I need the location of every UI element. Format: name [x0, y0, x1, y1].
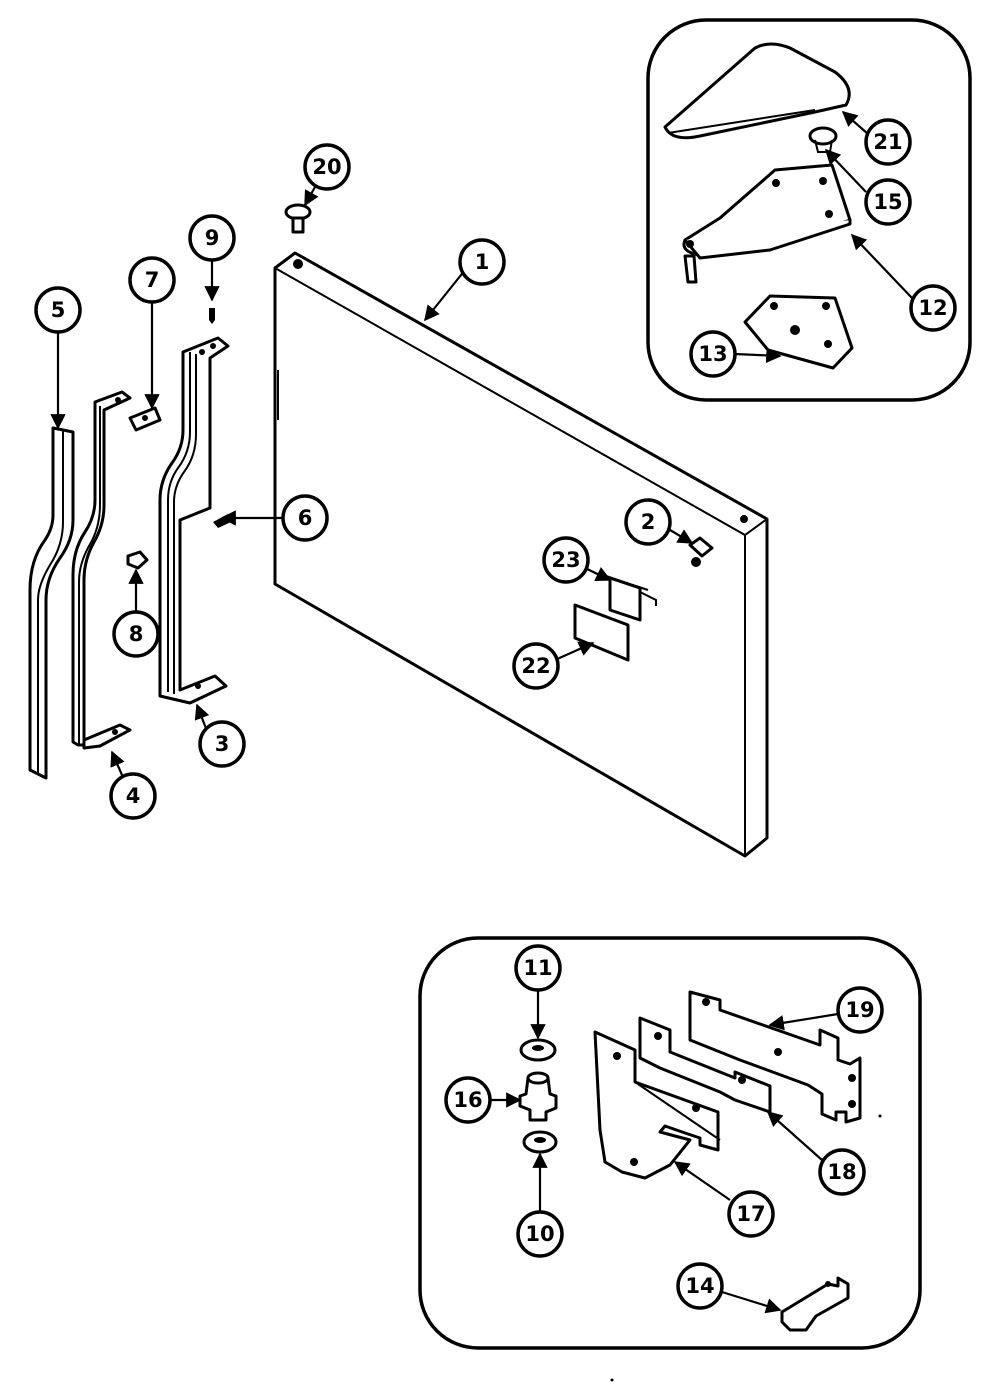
callout-9-label: 9 — [205, 226, 220, 250]
callout-21-label: 21 — [873, 130, 902, 154]
callout-15-label: 15 — [873, 190, 902, 214]
callout-14: 14 — [676, 1262, 724, 1310]
callout-2-label: 2 — [641, 510, 656, 534]
handle-part — [71, 390, 132, 750]
hinge-shim-part — [743, 294, 854, 370]
callout-1-label: 1 — [475, 250, 490, 274]
hinge-pin-part — [518, 1071, 558, 1122]
callout-11: 11 — [514, 944, 562, 992]
callout-14-label: 14 — [685, 1274, 714, 1298]
callout-13-label: 13 — [698, 342, 727, 366]
callout-8: 8 — [112, 610, 160, 658]
hinge-pin-cap-part — [808, 126, 838, 153]
callout-16-label: 16 — [453, 1088, 482, 1112]
bracket-part — [605, 575, 657, 622]
hinge-bar-part — [638, 1016, 772, 1114]
callout-7-label: 7 — [145, 268, 160, 292]
small-bracket-part — [780, 1276, 850, 1332]
callout-11-label: 11 — [523, 956, 552, 980]
callout-18: 18 — [818, 1148, 866, 1196]
handle-screw-part — [213, 514, 231, 528]
callout-12: 12 — [909, 284, 957, 332]
callout-8-label: 8 — [129, 622, 144, 646]
callout-1: 1 — [458, 238, 506, 286]
callout-20: 20 — [303, 143, 351, 191]
handle-bracket-part — [158, 336, 230, 705]
callout-5-label: 5 — [51, 298, 66, 322]
callout-22: 22 — [512, 642, 560, 690]
hinge-support-part — [688, 990, 862, 1124]
callout-17: 17 — [727, 1190, 775, 1238]
callout-17-label: 17 — [736, 1202, 765, 1226]
bracket-screw-part — [209, 308, 215, 324]
bottom-hinge-plate-part — [593, 1030, 721, 1180]
callout-13: 13 — [689, 330, 737, 378]
door-stop-screw-part — [284, 203, 312, 234]
callout-18-label: 18 — [827, 1160, 856, 1184]
top-hinge-inset-frame — [646, 18, 972, 402]
callout-4-label: 4 — [126, 784, 141, 808]
callout-10-label: 10 — [525, 1222, 554, 1246]
callout-23: 23 — [542, 536, 590, 584]
handle-clip-part — [128, 406, 162, 432]
plug-part — [126, 550, 149, 570]
washer-bottom-part — [522, 1130, 558, 1154]
label-part — [573, 603, 630, 662]
callout-23-label: 23 — [551, 548, 580, 572]
callout-3: 3 — [198, 720, 246, 768]
stray-dot — [878, 1114, 882, 1118]
callout-16: 16 — [444, 1076, 492, 1124]
callout-12-label: 12 — [918, 296, 947, 320]
leader-lines — [50, 110, 913, 1314]
callout-15: 15 — [864, 178, 912, 226]
callout-22-label: 22 — [521, 654, 550, 678]
callout-3-label: 3 — [215, 732, 230, 756]
callout-21: 21 — [864, 118, 912, 166]
callout-2: 2 — [624, 498, 672, 546]
callout-6: 6 — [281, 494, 329, 542]
handle-trim-part — [28, 426, 75, 780]
callout-6-label: 6 — [298, 506, 313, 530]
hinge-cover-part — [663, 42, 851, 140]
callout-7: 7 — [128, 256, 176, 304]
callout-5: 5 — [34, 286, 82, 334]
bottom-hinge-inset-frame — [418, 936, 922, 1350]
top-hinge-part — [682, 163, 852, 284]
door-panel-part — [273, 251, 769, 858]
washer-top-part — [519, 1038, 557, 1062]
callout-19-label: 19 — [845, 998, 874, 1022]
callout-19: 19 — [836, 986, 884, 1034]
callout-10: 10 — [516, 1210, 564, 1258]
callout-4: 4 — [109, 772, 157, 820]
callout-9: 9 — [188, 214, 236, 262]
screw-part — [688, 536, 714, 567]
callout-20-label: 20 — [312, 155, 341, 179]
stray-dot — [610, 1378, 614, 1382]
